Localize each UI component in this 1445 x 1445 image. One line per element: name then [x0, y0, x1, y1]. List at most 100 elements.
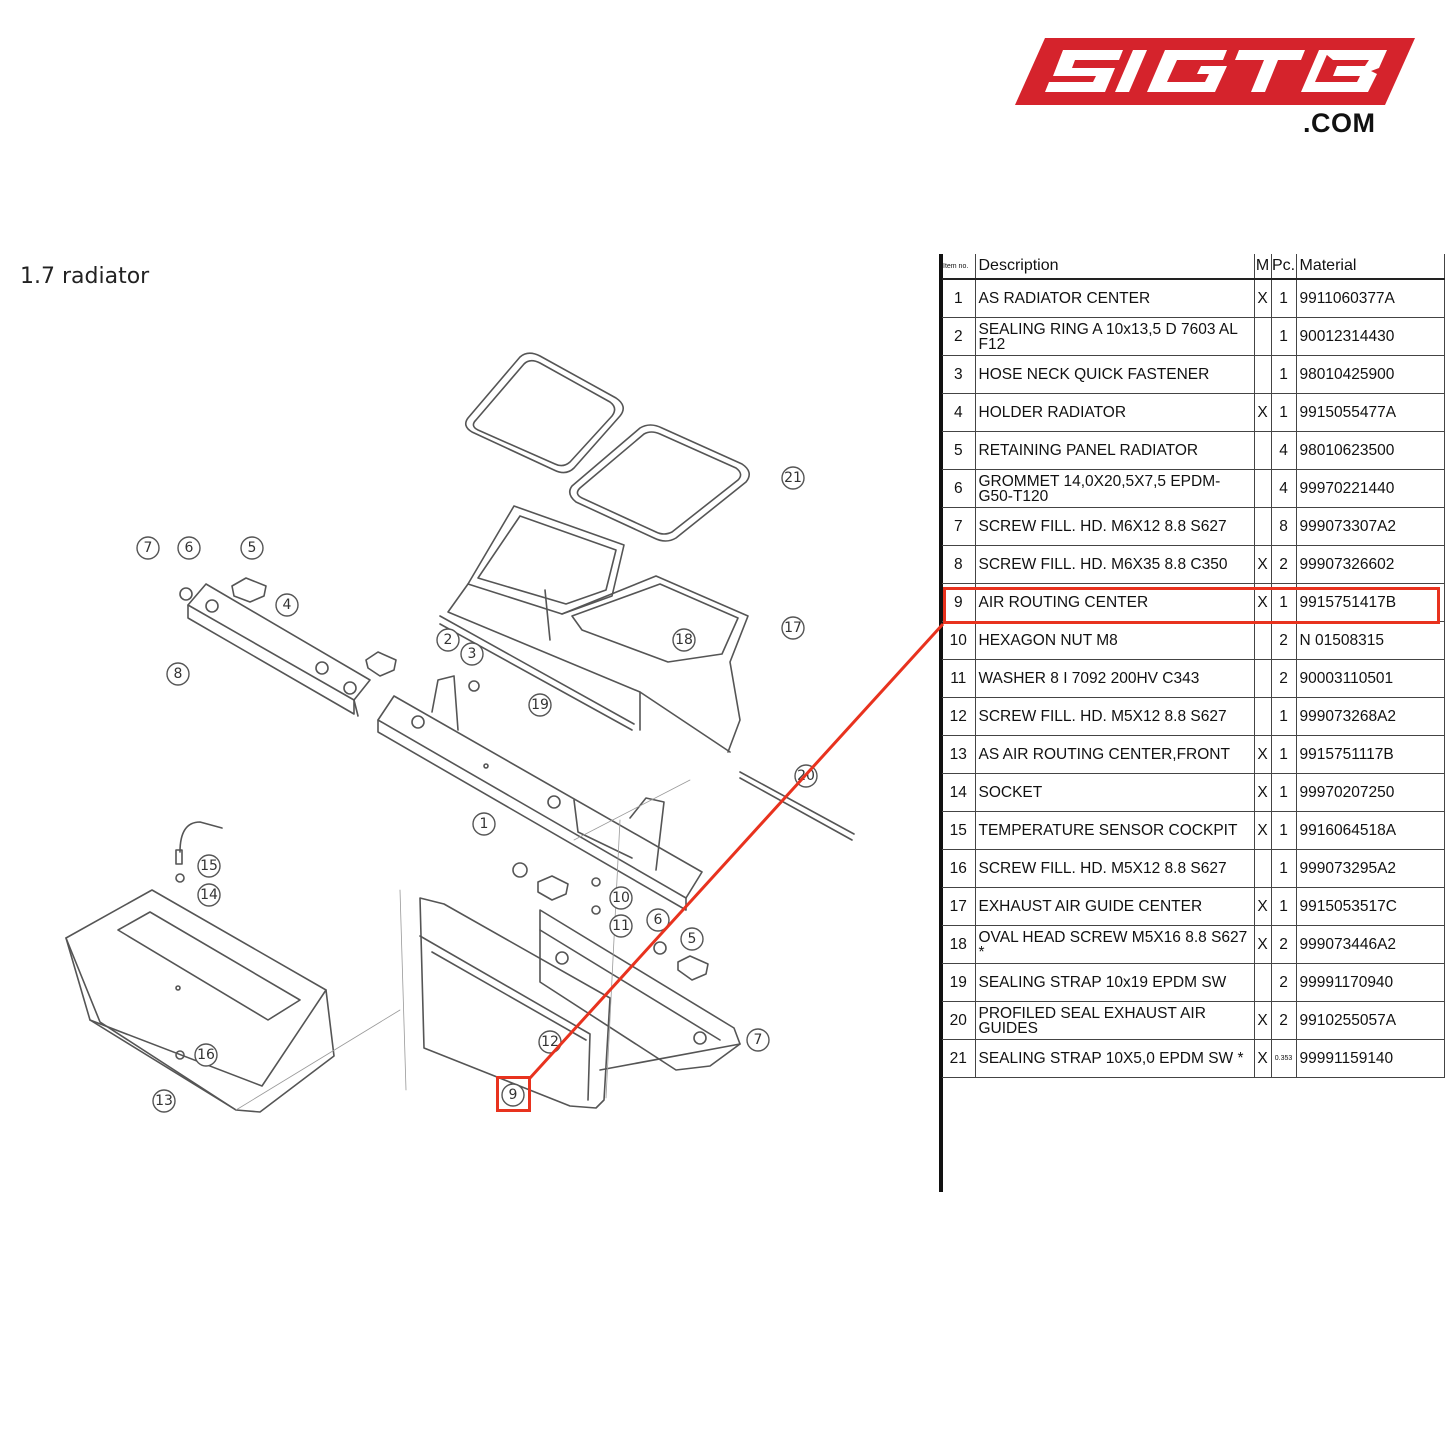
callout-6: 6	[185, 540, 194, 556]
cell-material: 90003110501	[1296, 659, 1445, 698]
cell-m	[1254, 659, 1272, 698]
cell-item-no: 7	[942, 507, 976, 546]
cell-item-no: 4	[942, 393, 976, 432]
cell-material: 999073446A2	[1296, 925, 1445, 964]
cell-item-no: 8	[942, 545, 976, 584]
cell-description: EXHAUST AIR GUIDE CENTER	[975, 887, 1255, 926]
cell-description: TEMPERATURE SENSOR COCKPIT	[975, 811, 1255, 850]
cell-material: 9911060377A	[1296, 279, 1445, 318]
cell-description: HOLDER RADIATOR	[975, 393, 1255, 432]
callout-13: 13	[155, 1093, 173, 1109]
cell-material: 999073295A2	[1296, 849, 1445, 888]
cell-m	[1254, 355, 1272, 394]
cell-item-no: 21	[942, 1039, 976, 1078]
exploded-diagram: 7 6 5 4 8 2 3 19 18 17 21 1 20 15 14 16 …	[65, 352, 855, 1113]
cell-material: 9916064518A	[1296, 811, 1445, 850]
cell-m: X	[1254, 925, 1272, 964]
cell-pc: 1	[1271, 279, 1297, 318]
cell-material: 9915751117B	[1296, 735, 1445, 774]
cell-material: 9915053517C	[1296, 887, 1445, 926]
callout-11: 11	[612, 918, 630, 934]
callout-8: 8	[174, 666, 183, 682]
cell-pc: 1	[1271, 887, 1297, 926]
cell-m	[1254, 431, 1272, 470]
cell-material: 9915055477A	[1296, 393, 1445, 432]
sealing-frame-21-lower	[568, 424, 750, 542]
header-m: M	[1254, 254, 1272, 280]
callout-15: 15	[200, 858, 218, 874]
callout-18: 18	[675, 632, 693, 648]
table-header-row: Item no. Description M Pc. Material	[942, 254, 1445, 280]
callout-16: 16	[197, 1047, 215, 1063]
cell-pc: 2	[1271, 963, 1297, 1002]
cell-description: SCREW FILL. HD. M6X35 8.8 C350	[975, 545, 1255, 584]
callout-5: 5	[248, 540, 257, 556]
cell-item-no: 5	[942, 431, 976, 470]
retaining-panel-5-mid	[365, 651, 397, 677]
header-material: Material	[1296, 254, 1445, 280]
air-routing-front-13	[65, 889, 335, 1113]
cell-description: RETAINING PANEL RADIATOR	[975, 431, 1255, 470]
cell-m: X	[1254, 1039, 1272, 1078]
cell-m: X	[1254, 393, 1272, 432]
cell-pc: 1	[1271, 849, 1297, 888]
header-description: Description	[975, 254, 1255, 280]
cell-m: X	[1254, 773, 1272, 812]
exhaust-air-guide-17	[447, 505, 749, 753]
cell-pc: 2	[1271, 1001, 1297, 1040]
cell-description: HEXAGON NUT M8	[975, 621, 1255, 660]
callout-5b: 5	[688, 931, 697, 947]
cell-pc: 8	[1271, 507, 1297, 546]
cell-item-no: 2	[942, 317, 976, 356]
callout-21: 21	[784, 470, 802, 486]
header-pc: Pc.	[1271, 254, 1297, 280]
cell-pc: 1	[1271, 317, 1297, 356]
cell-pc: 1	[1271, 773, 1297, 812]
cell-item-no: 17	[942, 887, 976, 926]
callout-10: 10	[612, 890, 630, 906]
cell-material: 99970221440	[1296, 469, 1445, 508]
cell-pc: 1	[1271, 355, 1297, 394]
cell-pc: 0.353	[1271, 1039, 1297, 1078]
retaining-panel-5-upper	[231, 577, 267, 603]
cell-item-no: 15	[942, 811, 976, 850]
cell-material: 98010425900	[1296, 355, 1445, 394]
cell-material: 99907326602	[1296, 545, 1445, 584]
cell-description: SEALING STRAP 10x19 EPDM SW	[975, 963, 1255, 1002]
callout-17: 17	[784, 620, 802, 636]
cell-m: X	[1254, 545, 1272, 584]
cell-description: SCREW FILL. HD. M5X12 8.8 S627	[975, 849, 1255, 888]
cell-description: AS RADIATOR CENTER	[975, 279, 1255, 318]
cell-item-no: 19	[942, 963, 976, 1002]
cell-pc: 2	[1271, 925, 1297, 964]
cell-pc: 1	[1271, 735, 1297, 774]
cell-description: OVAL HEAD SCREW M5X16 8.8 S627 *	[975, 925, 1255, 964]
cell-pc: 1	[1271, 811, 1297, 850]
cell-m: X	[1254, 811, 1272, 850]
retaining-panel-5-lower	[537, 875, 569, 901]
cell-m	[1254, 469, 1272, 508]
parts-table: Item no. Description M Pc. Material 1 AS …	[942, 254, 1445, 1078]
section-title: 1.7 radiator	[20, 264, 150, 289]
holder-radiator-4	[187, 583, 371, 717]
cell-item-no: 14	[942, 773, 976, 812]
header-item-no: Item no.	[942, 254, 976, 280]
callout-14: 14	[200, 887, 218, 903]
callout-3: 3	[468, 646, 477, 662]
retaining-panel-5-right	[677, 955, 709, 981]
callout-20: 20	[797, 768, 815, 784]
cell-m	[1254, 963, 1272, 1002]
